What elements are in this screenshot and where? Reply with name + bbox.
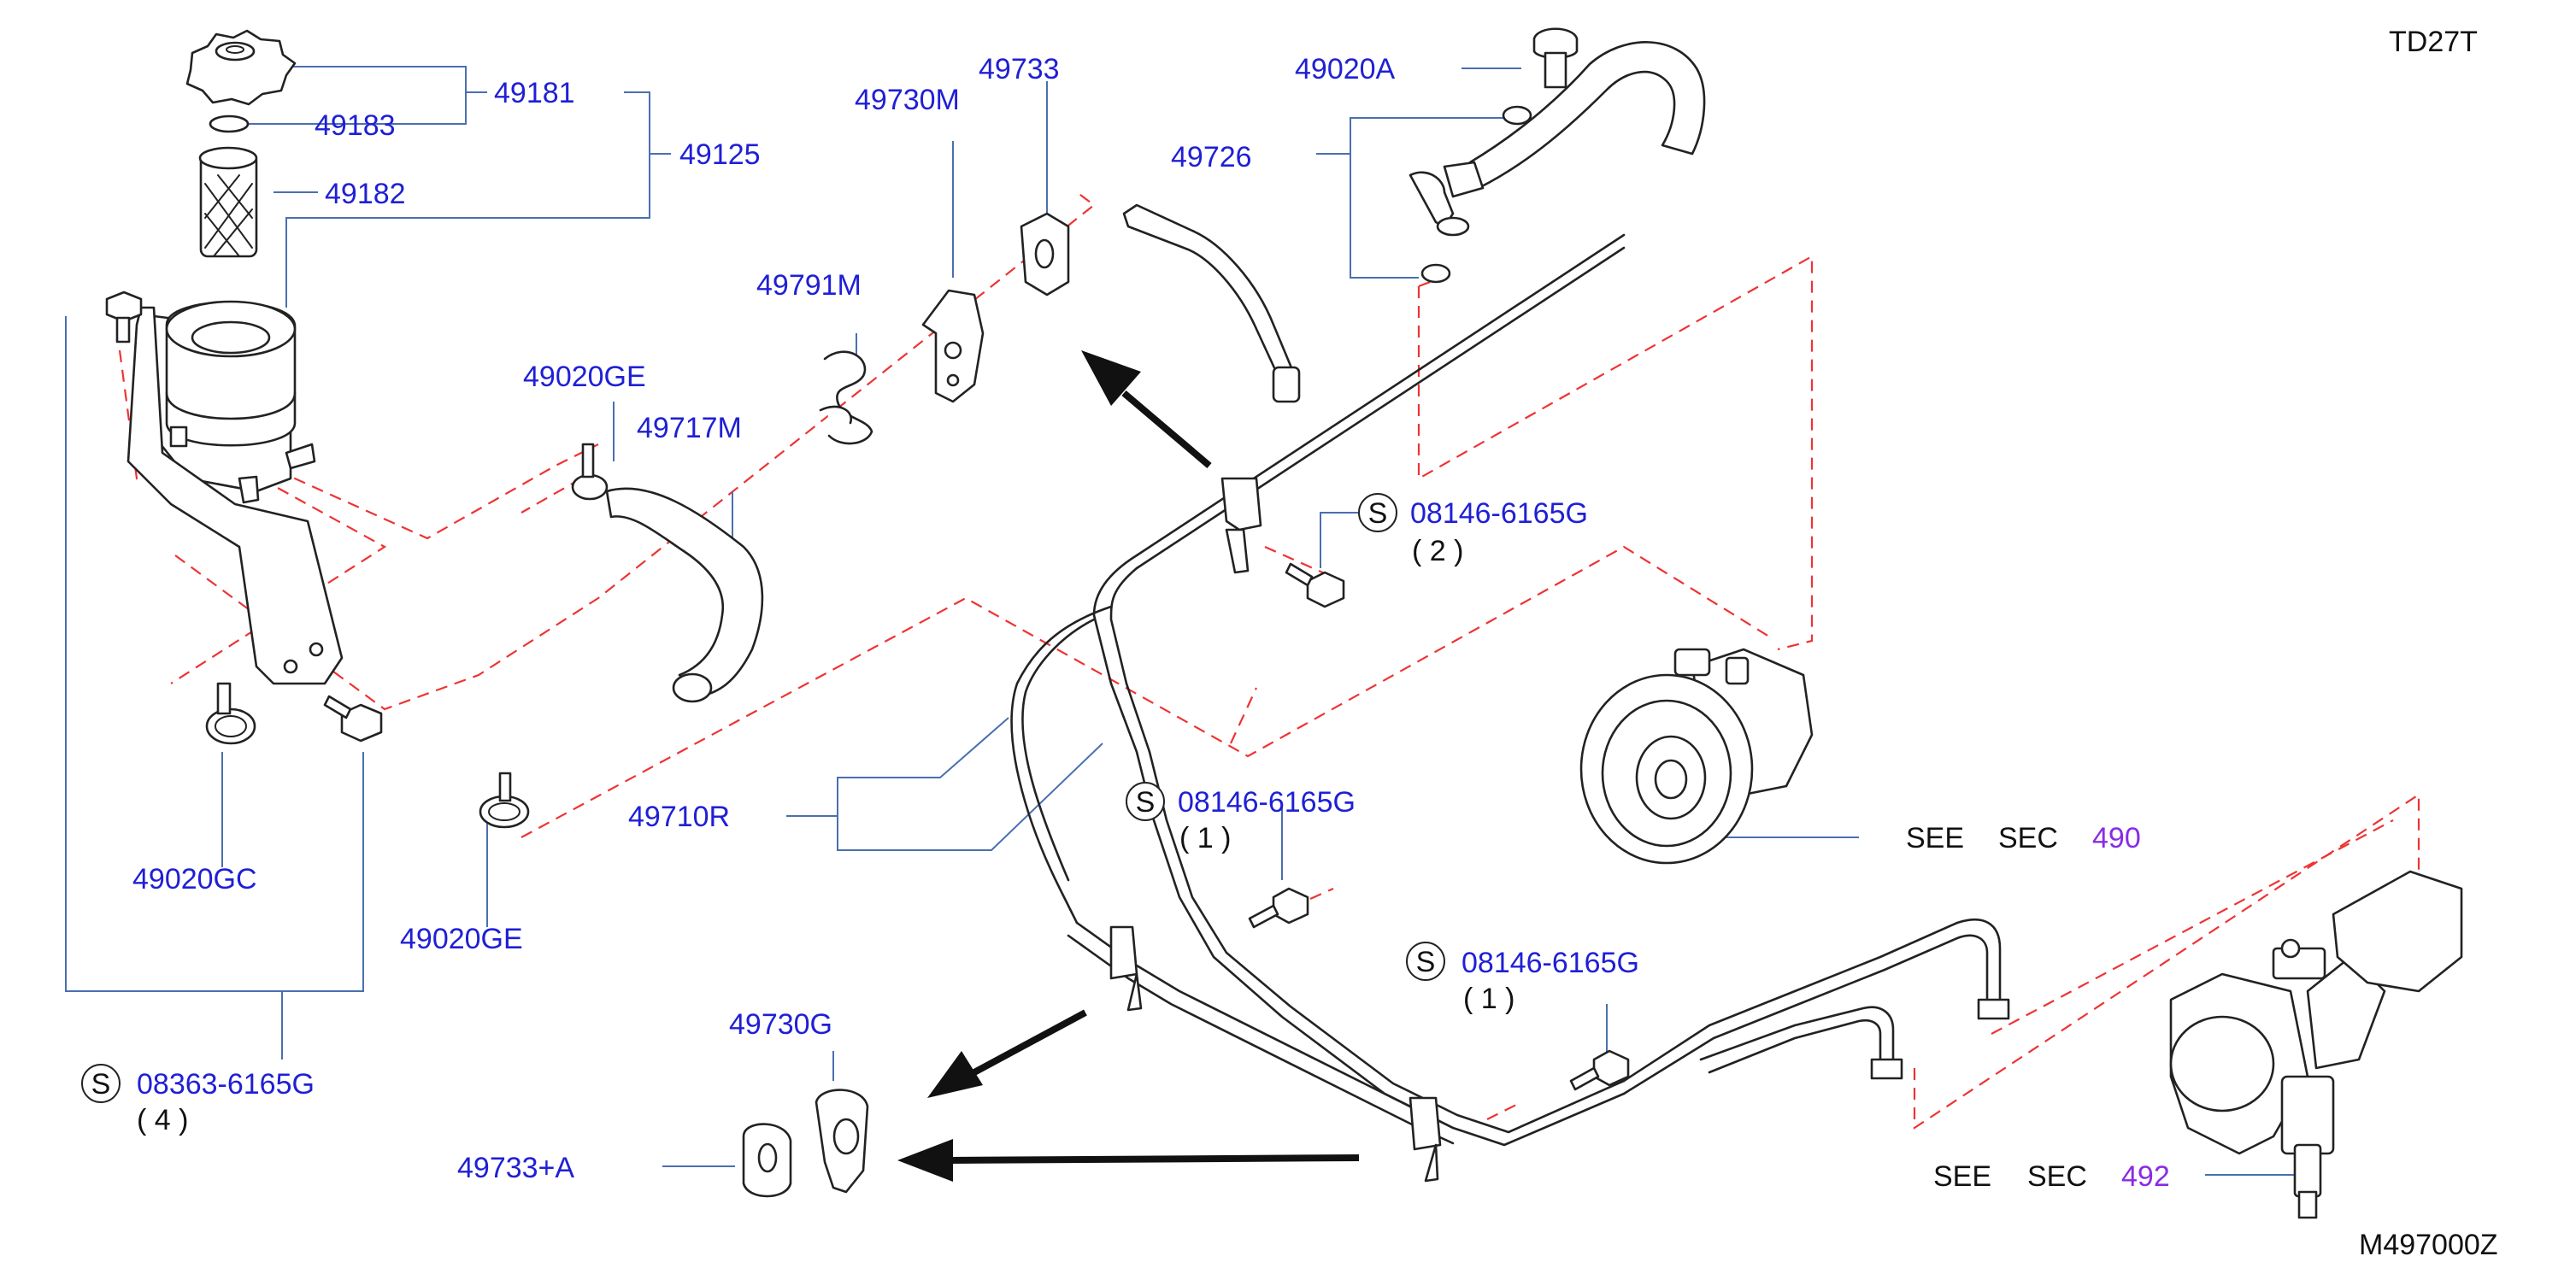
part-label-49730M: 49730M [855, 84, 960, 116]
hose-icon [1409, 41, 1706, 237]
section-reference-gear[interactable]: SEE SEC 492 [1933, 1160, 2170, 1193]
qty-label-08363: ( 4 ) [137, 1104, 188, 1136]
bolt-icon [105, 291, 143, 343]
part-label-49733: 49733 [979, 53, 1060, 85]
svg-text:S: S [1416, 946, 1436, 978]
clip-icon [819, 350, 873, 445]
part-label-49020GE-top: 49020GE [523, 361, 646, 393]
bracket-icon [1020, 212, 1070, 296]
direction-arrow-icon [1081, 350, 1212, 469]
hose-icon [1122, 203, 1301, 403]
part-label-49125: 49125 [679, 138, 761, 171]
svg-text:SEE: SEE [1906, 822, 1964, 854]
steering-gear-icon [2169, 870, 2463, 1219]
filter-icon [198, 146, 258, 258]
part-label-08146-a: 08146-6165G [1410, 497, 1588, 530]
part-label-08146-c: 08146-6165G [1461, 947, 1639, 979]
part-label-49181: 49181 [494, 77, 575, 109]
svg-text:S: S [91, 1068, 111, 1101]
bolt-icon [323, 695, 383, 743]
svg-text:490: 490 [2092, 822, 2141, 854]
svg-text:SEC: SEC [1998, 822, 2058, 854]
svg-text:492: 492 [2121, 1160, 2170, 1193]
bracket-icon [921, 289, 985, 403]
svg-text:SEC: SEC [2027, 1160, 2087, 1193]
model-label: TD27T [2389, 26, 2478, 58]
part-label-49733A: 49733+A [457, 1152, 574, 1184]
part-label-49726: 49726 [1171, 141, 1252, 173]
part-label-49020A: 49020A [1295, 53, 1396, 85]
direction-arrow-icon [897, 1139, 1360, 1182]
o-ring-icon [1502, 105, 1532, 126]
part-label-49020GE-bottom: 49020GE [400, 923, 523, 955]
hose-icon [605, 487, 764, 703]
part-label-49710R: 49710R [628, 801, 730, 833]
clamp-icon [571, 443, 609, 501]
reservoir-bracket-icon [126, 306, 344, 685]
o-ring-icon [1420, 263, 1451, 284]
clamp-icon [479, 772, 530, 829]
direction-arrow-icon [927, 1009, 1087, 1098]
s-symbol: S [1406, 942, 1445, 981]
part-label-49717M: 49717M [637, 412, 742, 444]
qty-label-08146-a: ( 2 ) [1412, 535, 1463, 567]
part-label-49183: 49183 [315, 109, 396, 142]
part-label-49182: 49182 [325, 178, 406, 210]
bolt-icon [1285, 562, 1345, 608]
o-ring-icon [209, 114, 250, 133]
bracket-icon [742, 1123, 792, 1198]
svg-text:SEE: SEE [1933, 1160, 1991, 1193]
power-steering-pump-icon [1579, 648, 1814, 865]
qty-label-08146-b: ( 1 ) [1179, 822, 1231, 854]
part-label-49730G: 49730G [729, 1008, 832, 1041]
part-label-08363: 08363-6165G [137, 1068, 315, 1101]
s-symbol: S [1126, 782, 1165, 821]
bolt-icon [1532, 27, 1579, 89]
svg-text:S: S [1368, 497, 1388, 530]
s-symbol: S [81, 1064, 121, 1103]
diagram-id-label: M497000Z [2359, 1229, 2498, 1261]
part-label-49020GC: 49020GC [132, 863, 257, 895]
section-reference-pump[interactable]: SEE SEC 490 [1906, 822, 2141, 854]
svg-text:S: S [1136, 786, 1156, 819]
pipe-assembly-icon [1010, 233, 2010, 1183]
s-symbol: S [1358, 493, 1397, 532]
qty-label-08146-c: ( 1 ) [1463, 983, 1514, 1015]
reservoir-cap-icon [185, 29, 297, 106]
bracket-icon [815, 1089, 869, 1194]
bolt-icon [1569, 1049, 1630, 1091]
bolt-icon [1248, 887, 1309, 929]
clamp-icon [205, 682, 256, 745]
leader-lines [65, 66, 2320, 1176]
part-label-08146-b: 08146-6165G [1178, 786, 1356, 819]
reservoir-icon [152, 300, 316, 504]
part-label-49791M: 49791M [756, 269, 862, 302]
